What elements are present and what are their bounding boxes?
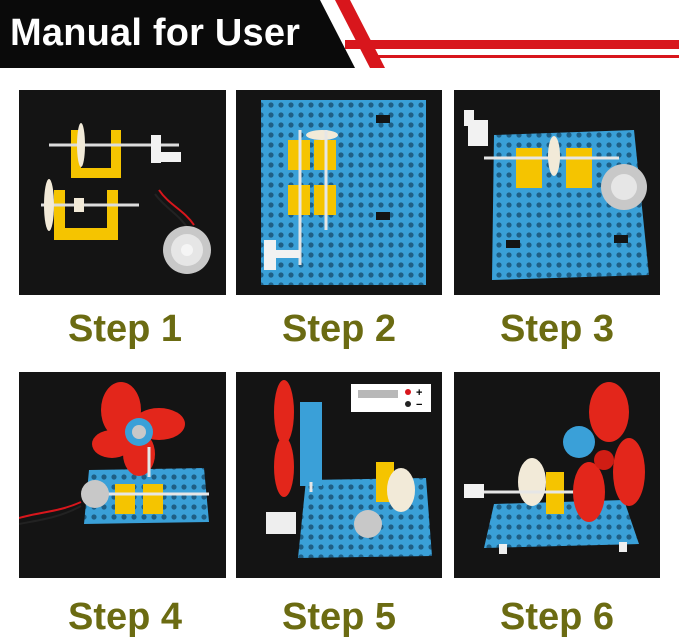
red-fan [92,382,185,476]
header-red-stripe-thin [365,55,679,58]
header-red-slash [335,0,385,68]
step-1-photo [19,90,226,295]
step-3-photo [454,90,660,295]
red-fan [274,380,322,497]
motor [354,510,382,538]
polarity-minus: − [416,399,422,411]
polarity-plus: + [416,387,422,399]
red-fan [573,382,645,522]
yellow-bracket [566,148,592,188]
fan-assembly-illustration [19,372,226,578]
blue-board-gear-brackets-illustration [236,90,442,295]
finished-generator-illustration [454,372,660,578]
fan-with-battery-holder-illustration: + − [236,372,442,578]
yellow-bracket [54,190,118,240]
step-6-label: Step 6 [499,596,615,638]
step-2-label: Step 2 [281,308,397,350]
header-title: Manual for User [10,12,301,54]
header-red-stripe-thick [345,40,679,49]
kit-parts-illustration [19,90,226,295]
gear-wheel [306,130,338,140]
battery-holder [266,512,296,534]
step-4-photo [19,372,226,578]
yellow-bracket [516,148,542,188]
gear-wheel [518,458,546,506]
motor [81,480,109,508]
step-1-label: Step 1 [67,308,183,350]
step-3-label: Step 3 [499,308,615,350]
hand-crank [468,120,488,146]
header-graphic [0,0,679,68]
board-with-crank-and-motor-illustration [454,90,660,295]
step-4-label: Step 4 [67,596,183,638]
step-5-photo: + − [236,372,442,578]
step-2-photo [236,90,442,295]
header-banner: Manual for User [0,0,679,70]
header-black-band [0,0,355,68]
gear-wheel [44,179,54,231]
step-5-label: Step 5 [281,596,397,638]
step-6-photo [454,372,660,578]
